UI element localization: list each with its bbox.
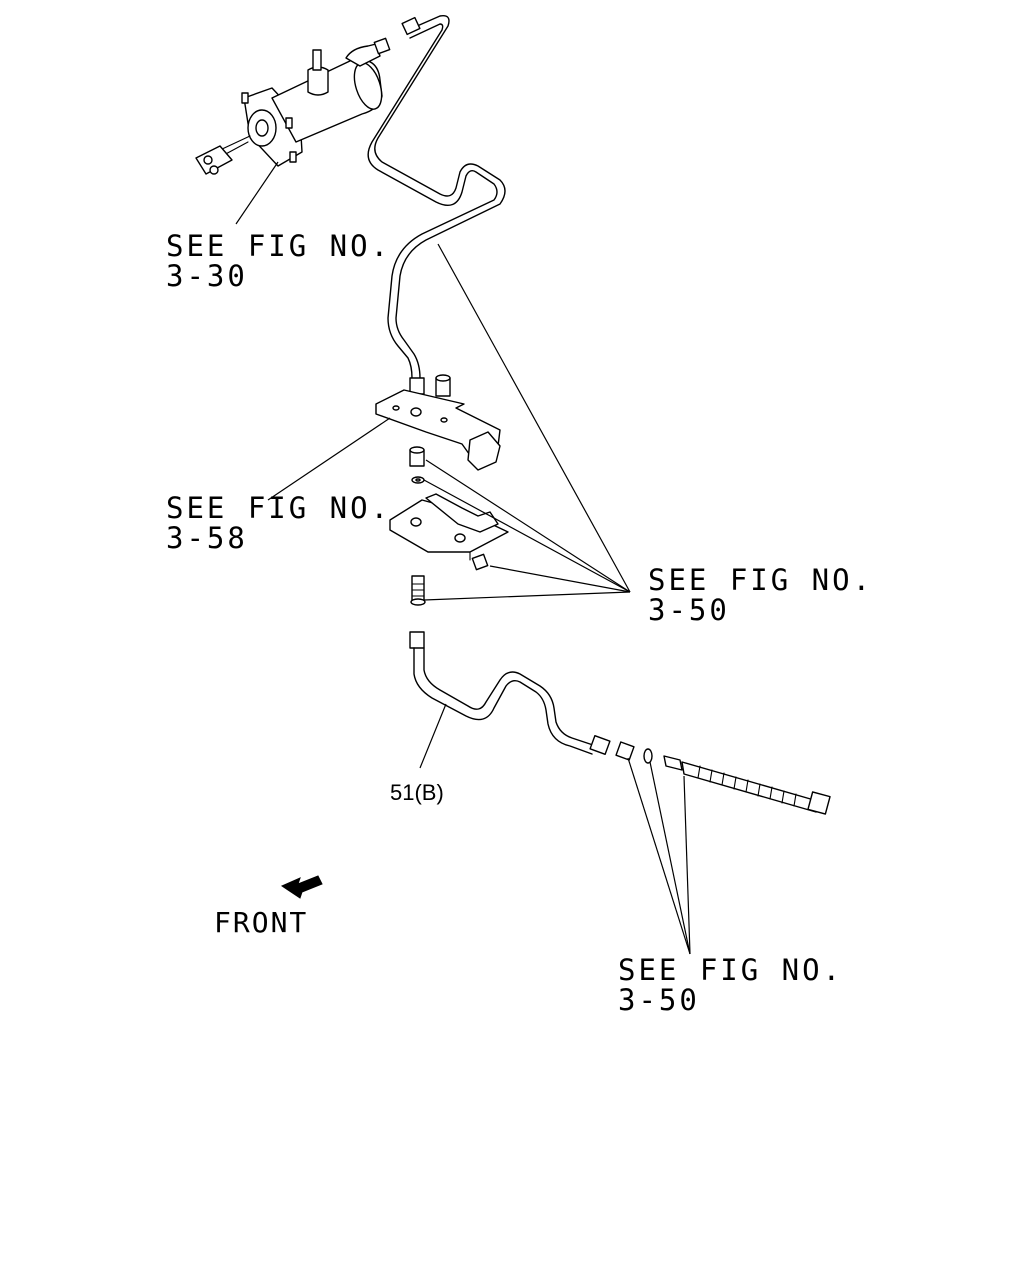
- svg-text:SEE FIG NO.: SEE FIG NO.: [618, 953, 843, 987]
- svg-text:SEE FIG NO.: SEE FIG NO.: [166, 491, 391, 525]
- part-number-label: 51(B): [390, 780, 444, 805]
- svg-text:3-58: 3-58: [166, 521, 248, 555]
- upper-bracket: [375, 374, 501, 471]
- lower-clutch-pipe-51b: [409, 631, 611, 756]
- callout-see-fig-3-50-upper: SEE FIG NO. 3-50: [648, 563, 873, 627]
- lower-fittings: [615, 741, 831, 815]
- svg-text:SEE FIG NO.: SEE FIG NO.: [166, 229, 391, 263]
- upper-clutch-pipe: [367, 15, 506, 395]
- fitting-stack: [409, 446, 425, 484]
- svg-text:SEE FIG NO.: SEE FIG NO.: [648, 563, 873, 597]
- front-arrow-icon: [280, 875, 323, 899]
- svg-text:3-50: 3-50: [618, 983, 700, 1017]
- front-label: FRONT: [214, 906, 308, 939]
- svg-text:3-30: 3-30: [166, 259, 248, 293]
- union-bolt: [410, 575, 426, 606]
- lower-bracket: [389, 493, 509, 571]
- clutch-master-cylinder: [195, 37, 391, 175]
- callout-see-fig-3-58: SEE FIG NO. 3-58: [166, 491, 391, 555]
- leader-lines: [235, 161, 691, 955]
- callout-see-fig-3-50-lower: SEE FIG NO. 3-50: [618, 953, 843, 1017]
- svg-text:3-50: 3-50: [648, 593, 730, 627]
- callout-see-fig-3-30: SEE FIG NO. 3-30: [166, 229, 391, 293]
